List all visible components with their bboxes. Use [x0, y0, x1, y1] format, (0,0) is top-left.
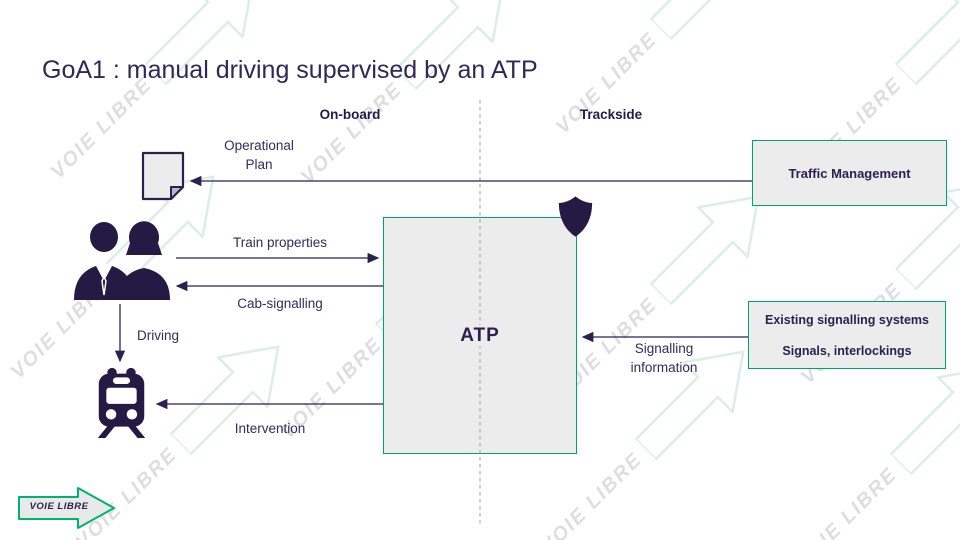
watermark-arrow-icon	[394, 0, 506, 91]
traffic-management-label: Traffic Management	[788, 166, 911, 181]
driver-duo-icon	[72, 221, 172, 306]
document-icon	[141, 151, 185, 206]
existing-signalling-box	[748, 301, 946, 369]
driving-label: Driving	[137, 328, 180, 343]
train-properties-label: Train properties	[232, 235, 328, 250]
voie-libre-logo-text: VOIE LIBRE	[29, 501, 89, 512]
shield-icon	[558, 196, 593, 242]
watermark-arrow-icon	[649, 0, 761, 41]
operational-plan-label: Operational Plan	[224, 138, 294, 172]
watermark: VOIE LIBRE	[278, 0, 523, 207]
watermark: VOIE LIBRE	[533, 0, 778, 157]
voie-libre-logo: VOIE LIBRE	[18, 486, 116, 530]
signalling-information-label: Signalling information	[630, 341, 698, 375]
voie-libre-arrow-icon	[18, 487, 115, 529]
existing-signalling-label: Existing signalling systems	[765, 313, 929, 327]
signals-interlockings-label: Signals, interlockings	[782, 344, 912, 358]
train-icon	[94, 366, 149, 443]
page-title: GoA1 : manual driving supervised by an A…	[42, 56, 538, 84]
column-header-onboard: On-board	[319, 107, 381, 122]
watermark-arrow-icon	[894, 0, 960, 86]
intervention-label: Intervention	[234, 421, 306, 436]
traffic-management-box	[752, 140, 947, 206]
column-header-trackside: Trackside	[579, 107, 643, 122]
cab-signalling-label: Cab-signalling	[237, 296, 323, 311]
watermark: VOIE LIBRE	[773, 348, 960, 540]
atp-box-label: ATP	[383, 325, 577, 347]
